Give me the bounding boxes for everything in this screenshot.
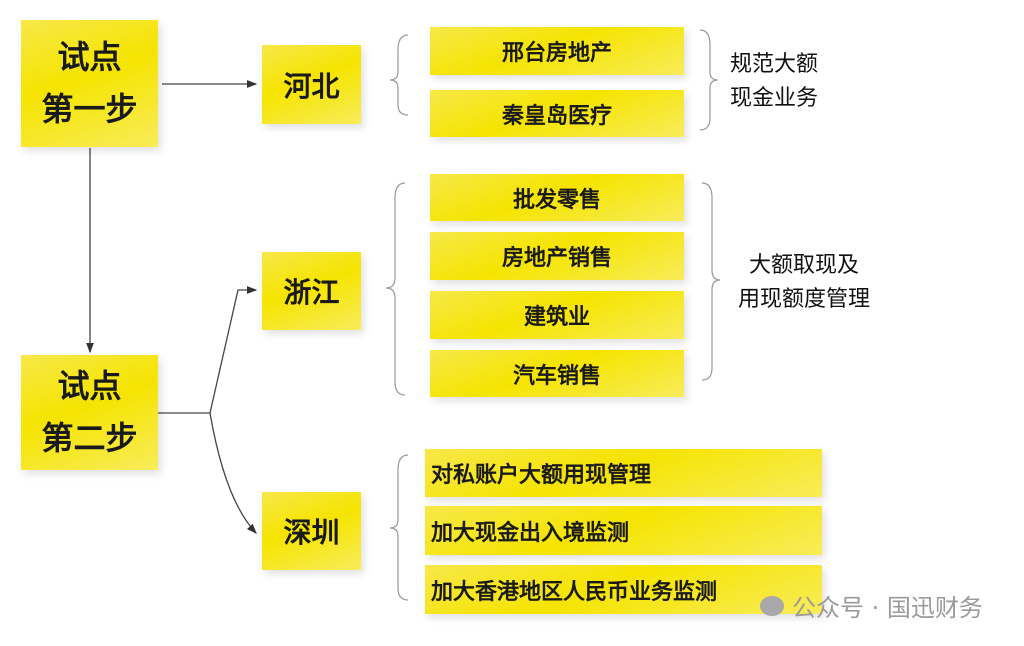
brace-hebei-left [389, 34, 409, 116]
step-2-line2: 第二步 [41, 418, 138, 457]
step-2-box: 试点 第二步 [21, 355, 158, 470]
hebei-item: 秦皇岛医疗 [430, 90, 684, 137]
hebei-note-line2: 现金业务 [730, 86, 819, 112]
region-shenzhen: 深圳 [262, 492, 361, 570]
hebei-note: 规范大额 现金业务 [730, 48, 818, 116]
zhejiang-note-line2: 用现额度管理 [738, 287, 871, 313]
brace-zhejiang-right [701, 182, 721, 381]
zhejiang-item: 批发零售 [430, 174, 684, 221]
hebei-item: 邢台房地产 [430, 27, 684, 75]
brace-hebei-right [699, 29, 719, 131]
watermark: 公众号 · 国迅财务 [760, 588, 983, 623]
shenzhen-item: 对私账户大额用现管理 [425, 449, 822, 497]
shenzhen-item: 加大现金出入境监测 [425, 506, 822, 555]
arrow-step2-shenzhen [209, 412, 257, 534]
region-zhejiang: 浙江 [262, 252, 361, 330]
zhejiang-note-line1: 大额取现及 [749, 253, 860, 278]
step-1-line2: 第一步 [41, 89, 138, 128]
hebei-note-line1: 规范大额 [730, 52, 819, 77]
zhejiang-item: 房地产销售 [430, 232, 684, 280]
zhejiang-note: 大额取现及 用现额度管理 [738, 249, 870, 317]
zhejiang-item: 汽车销售 [430, 350, 684, 397]
region-hebei: 河北 [262, 45, 361, 124]
step-1-line1: 试点 [57, 38, 122, 77]
step-1-box: 试点 第一步 [21, 20, 158, 147]
step-2-line1: 试点 [57, 367, 122, 406]
brace-zhejiang-left [385, 182, 406, 396]
arrow-step2-zhejiang [158, 286, 258, 414]
watermark-text: 公众号 · 国迅财务 [792, 594, 983, 622]
brace-shenzhen-left [389, 454, 409, 601]
wechat-icon [760, 595, 784, 616]
shenzhen-item: 加大香港地区人民币业务监测 [425, 565, 822, 614]
zhejiang-item: 建筑业 [430, 291, 684, 339]
